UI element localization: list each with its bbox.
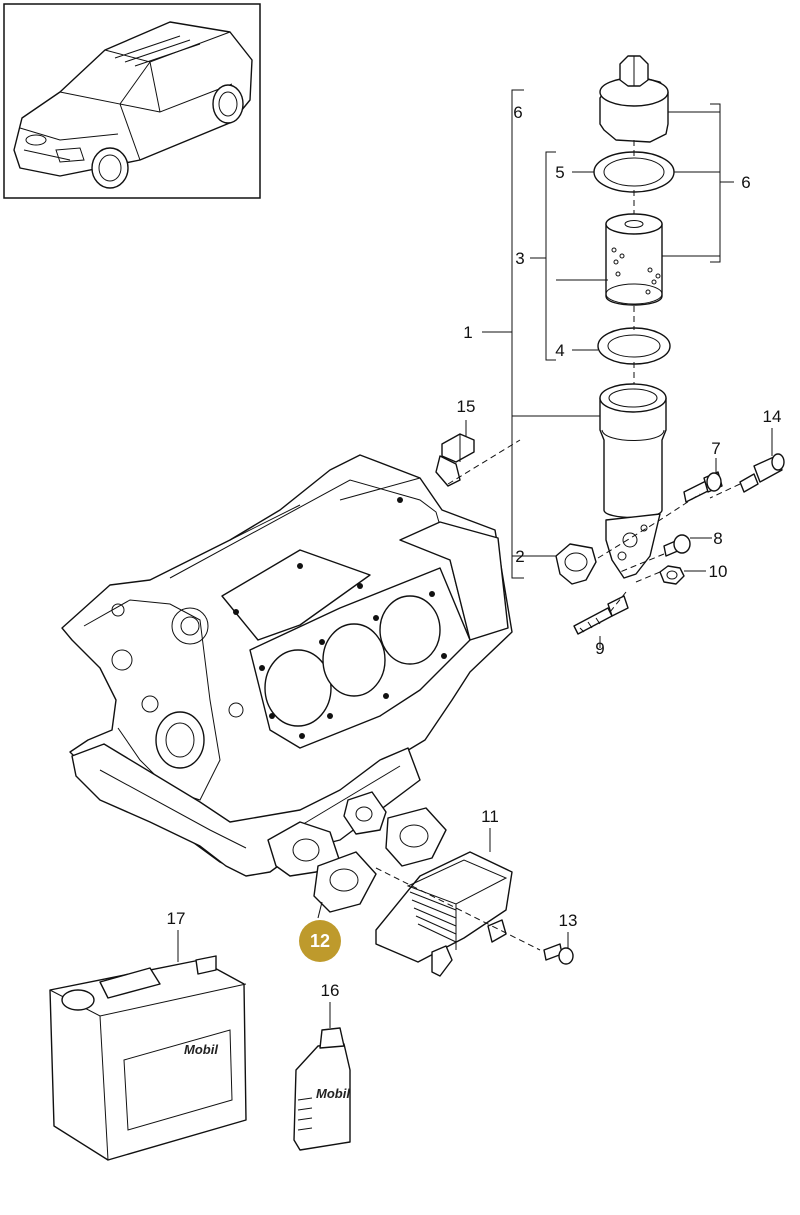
callout-6-bracket-left: 6 — [513, 103, 522, 122]
part-11-oil-cooler — [375, 851, 513, 977]
highlighted-callout-12[interactable]: 12 — [299, 920, 341, 962]
callout-8: 8 — [713, 529, 722, 548]
callout-2: 2 — [515, 547, 524, 566]
callout-17: 17 — [167, 909, 186, 928]
callouts: 6 5 6 3 1 4 15 14 7 8 2 10 9 11 17 13 16 — [167, 103, 782, 1000]
part-17-oil-canister: Mobil — [49, 955, 247, 1161]
callout-5: 5 — [555, 163, 564, 182]
part-9-stud — [573, 595, 629, 635]
callout-3: 3 — [515, 249, 524, 268]
callout-9: 9 — [595, 639, 604, 658]
part-10-nut — [659, 565, 685, 585]
part-14-sensor — [739, 453, 785, 493]
part-12-gaskets — [313, 807, 447, 913]
leader-lines — [177, 89, 773, 1028]
part-16-oil-bottle: Mobil — [293, 1027, 351, 1151]
callout-14: 14 — [763, 407, 782, 426]
part-7-bolt — [683, 471, 723, 503]
callout-7: 7 — [711, 439, 720, 458]
callout-16: 16 — [321, 981, 340, 1000]
callout-15: 15 — [457, 397, 476, 416]
part-15-plug — [435, 433, 475, 487]
callout-12[interactable]: 12 — [310, 931, 330, 951]
callout-4: 4 — [555, 341, 564, 360]
callout-6-bracket-right: 6 — [741, 173, 750, 192]
canister-brand-label: Mobil — [184, 1042, 218, 1057]
part-13-bolt — [543, 943, 574, 965]
callout-10: 10 — [709, 562, 728, 581]
bottle-brand-label: Mobil — [316, 1086, 350, 1101]
callout-13: 13 — [559, 911, 578, 930]
vehicle-thumbnail — [3, 3, 261, 199]
engine-block — [61, 454, 513, 877]
oil-filter-assembly — [555, 55, 675, 585]
highlight-badge[interactable] — [299, 920, 341, 962]
callout-11: 11 — [481, 807, 499, 826]
callout-1: 1 — [463, 323, 472, 342]
part-8-bolt — [663, 534, 691, 557]
